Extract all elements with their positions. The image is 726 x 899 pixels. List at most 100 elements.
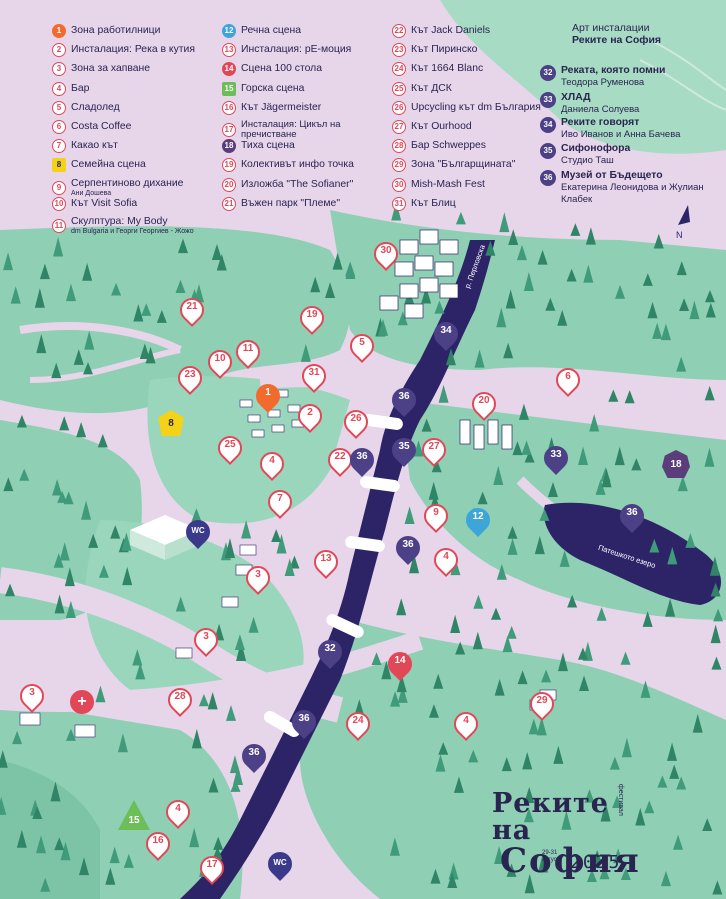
map-pin-36[interactable]: 36: [615, 499, 649, 534]
tree-icon: [51, 362, 62, 379]
map-pin-36[interactable]: 36: [391, 531, 425, 566]
map-pin-26[interactable]: 26: [339, 405, 373, 440]
art-header-line1: Арт инсталации: [572, 22, 650, 34]
map-pin-13[interactable]: 13: [309, 545, 343, 580]
legend-number: 23: [392, 43, 406, 58]
map-pin-32[interactable]: 32: [313, 635, 347, 670]
tree-icon: [709, 556, 720, 576]
map-pin-4[interactable]: 4: [429, 543, 463, 578]
map-pin-1[interactable]: 1: [251, 379, 285, 414]
tree-icon: [36, 835, 47, 854]
map-pin-10[interactable]: 10: [203, 345, 237, 380]
tree-icon: [559, 550, 570, 567]
map-pin-3[interactable]: 3: [15, 679, 49, 714]
map-pin-4[interactable]: 4: [161, 795, 195, 830]
tree-icon: [156, 309, 167, 323]
tree-icon: [512, 441, 523, 456]
map-pin-14[interactable]: 14: [383, 647, 417, 682]
tree-icon: [98, 564, 109, 578]
tree-icon: [523, 808, 534, 823]
legend-number: 18: [222, 139, 236, 154]
tree-icon: [59, 416, 70, 431]
map-pin-25[interactable]: 25: [213, 431, 247, 466]
map-pin-23[interactable]: 23: [173, 361, 207, 396]
map-pin-4[interactable]: 4: [255, 447, 289, 482]
legend-label: Кът Ourhood: [411, 121, 472, 132]
tree-icon: [474, 349, 485, 368]
tree-icon: [175, 596, 186, 612]
tree-icon: [117, 733, 128, 753]
tree-icon: [508, 229, 519, 246]
tree-icon: [692, 714, 703, 733]
tree-icon: [592, 850, 603, 864]
legend-label: Тиха сцена: [241, 140, 295, 152]
map-pin-34[interactable]: 34: [429, 317, 463, 352]
map-pin-21[interactable]: 21: [175, 293, 209, 328]
map-pin-6[interactable]: 6: [551, 363, 585, 398]
tree-icon: [5, 583, 16, 597]
map-pin-11[interactable]: 11: [231, 335, 265, 370]
map-pin-19[interactable]: 19: [295, 301, 329, 336]
tree-icon: [557, 309, 568, 326]
tree-icon: [652, 322, 663, 339]
map-pin-16[interactable]: 16: [141, 827, 175, 862]
tree-icon: [59, 542, 70, 561]
map-pin-3[interactable]: 3: [241, 561, 275, 596]
map-pin-5[interactable]: 5: [345, 329, 379, 364]
tree-icon: [455, 211, 466, 225]
map-pin-2[interactable]: 2: [293, 399, 327, 434]
art-number: 36: [540, 170, 556, 186]
tree-icon: [584, 789, 595, 803]
tree-icon: [468, 749, 479, 763]
legend-number: 12: [222, 24, 236, 38]
map-pin-24[interactable]: 24: [341, 707, 375, 742]
map-pin-4[interactable]: 4: [449, 707, 483, 742]
quiet-stage-marker[interactable]: 18: [662, 450, 690, 478]
map-pin-36[interactable]: 36: [237, 739, 271, 774]
map-pin-31[interactable]: 31: [297, 359, 331, 394]
map-pin-wc[interactable]: WC: [181, 515, 215, 550]
map-pin-35[interactable]: 35: [387, 433, 421, 468]
map-pin-36[interactable]: 36: [345, 443, 379, 478]
logo-festival: фестивал: [617, 784, 624, 816]
map-pin-29[interactable]: 29: [525, 687, 559, 722]
legend-label: Сцена 100 стола: [241, 63, 322, 75]
map-pin-12[interactable]: 12: [461, 503, 495, 538]
map-pin-33[interactable]: 33: [539, 441, 573, 476]
tree-icon: [455, 641, 466, 655]
map-pin-22[interactable]: 22: [323, 443, 357, 478]
tree-icon: [660, 323, 671, 341]
map-pin-36[interactable]: 36: [287, 705, 321, 740]
map-pin-27[interactable]: 27: [417, 433, 451, 468]
tree-icon: [32, 806, 43, 820]
map-pin-9[interactable]: 9: [419, 499, 453, 534]
tree-icon: [79, 857, 90, 876]
map-pin-wc[interactable]: WC: [263, 847, 297, 882]
map-pin-36[interactable]: 36: [387, 383, 421, 418]
map-pin-3[interactable]: 3: [189, 623, 223, 658]
map-pin-30[interactable]: 30: [369, 237, 403, 272]
tree-icon: [676, 261, 687, 276]
map-pin-7[interactable]: 7: [263, 485, 297, 520]
map-pin-20[interactable]: 20: [467, 387, 501, 422]
tree-icon: [198, 693, 209, 707]
legend-number: 6: [52, 120, 66, 134]
legend-label: Семейна сцена: [71, 159, 146, 171]
tree-icon: [599, 865, 610, 880]
map-pin-28[interactable]: 28: [163, 683, 197, 718]
legend-label: Зона за хапване: [71, 63, 151, 75]
tree-icon: [524, 873, 535, 894]
tree-icon: [325, 282, 336, 298]
map-pin-17[interactable]: 17: [195, 851, 229, 886]
